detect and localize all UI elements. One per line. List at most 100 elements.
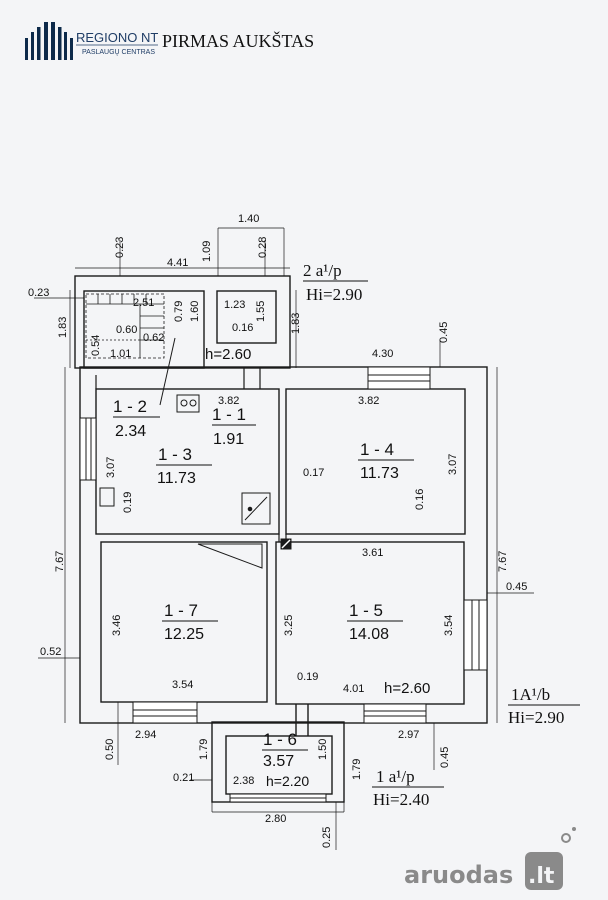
svg-text:4.41: 4.41	[167, 257, 188, 269]
svg-text:1 - 7: 1 - 7	[164, 601, 198, 620]
svg-text:3.25: 3.25	[283, 615, 295, 636]
window-porch	[229, 793, 327, 803]
svg-text:0.45: 0.45	[438, 322, 450, 343]
svg-text:11.73: 11.73	[157, 470, 196, 487]
room-1-7: 1 - 7 12.25	[162, 601, 218, 643]
svg-text:3.61: 3.61	[362, 547, 383, 559]
svg-text:3.07: 3.07	[105, 457, 117, 478]
svg-text:0.19: 0.19	[122, 492, 134, 513]
svg-text:2.80: 2.80	[265, 813, 286, 825]
svg-text:11.73: 11.73	[360, 465, 399, 482]
svg-text:14.08: 14.08	[349, 626, 389, 643]
svg-text:1.09: 1.09	[201, 241, 213, 262]
main-outer-wall	[79, 366, 488, 724]
dimension-lines	[34, 227, 534, 850]
logo-subtitle: PASLAUGŲ CENTRAS	[82, 49, 155, 56]
svg-text:0.21: 0.21	[173, 772, 194, 784]
svg-text:1.01: 1.01	[110, 348, 131, 360]
window-right	[463, 599, 488, 671]
svg-text:1 - 5: 1 - 5	[349, 601, 383, 620]
svg-text:3.82: 3.82	[358, 395, 379, 407]
class-tag-main: 1A¹/b Hi=2.90	[508, 685, 580, 727]
svg-text:0.25: 0.25	[321, 827, 333, 848]
svg-text:2.94: 2.94	[135, 729, 156, 741]
shower-icon	[241, 492, 271, 525]
svg-text:1.83: 1.83	[57, 317, 69, 338]
room-1-1: 1 - 1 1.91	[212, 405, 256, 448]
svg-text:1 - 4: 1 - 4	[360, 440, 394, 459]
svg-text:1.40: 1.40	[238, 213, 259, 225]
svg-text:2 a¹/p: 2 a¹/p	[303, 261, 342, 280]
svg-text:3.46: 3.46	[111, 615, 123, 636]
room-1-3: 1 - 3 11.73	[156, 445, 212, 487]
svg-text:0.28: 0.28	[257, 237, 269, 258]
svg-text:1.60: 1.60	[189, 301, 201, 322]
svg-text:0.54: 0.54	[90, 335, 102, 356]
svg-text:Hi=2.90: Hi=2.90	[306, 285, 362, 304]
watermark-dot-icon	[561, 833, 571, 843]
svg-text:1.79: 1.79	[351, 759, 363, 780]
svg-text:2.38: 2.38	[233, 775, 254, 787]
class-tag-porch: 1 a¹/p Hi=2.40	[372, 767, 444, 809]
room-1-2: 1 - 2 2.34	[113, 397, 160, 440]
logo-name: REGIONO NT	[76, 30, 158, 45]
svg-text:12.25: 12.25	[164, 626, 204, 643]
svg-text:0.45: 0.45	[506, 581, 527, 593]
svg-text:0.23: 0.23	[114, 237, 126, 258]
window-bottom-left	[132, 701, 198, 724]
svg-text:0.60: 0.60	[116, 324, 137, 336]
window-top-right	[367, 366, 431, 390]
fixtures	[99, 394, 292, 569]
svg-text:1 - 2: 1 - 2	[113, 397, 147, 416]
walls	[74, 275, 488, 803]
svg-text:0.23: 0.23	[28, 287, 49, 299]
svg-text:0.17: 0.17	[303, 467, 324, 479]
room-1-5: 1 - 5 14.08	[347, 601, 403, 643]
svg-text:1.55: 1.55	[255, 301, 267, 322]
watermark-text: aruodas	[404, 861, 513, 889]
stairs	[85, 293, 176, 406]
room-1-6: 1 - 6 3.57	[262, 730, 308, 770]
room-1-7-wall	[100, 541, 268, 703]
svg-text:0.45: 0.45	[439, 747, 451, 768]
windows	[79, 366, 488, 803]
cabinet-icon	[99, 487, 115, 507]
svg-text:0.16: 0.16	[232, 322, 253, 334]
svg-text:2.51: 2.51	[133, 297, 154, 309]
height-porch: h=2.20	[266, 773, 309, 789]
watermark-dot-small-icon	[572, 827, 576, 831]
svg-text:3.57: 3.57	[263, 753, 294, 770]
svg-text:Hi=2.90: Hi=2.90	[508, 708, 564, 727]
svg-text:2.34: 2.34	[115, 423, 146, 440]
svg-text:1.79: 1.79	[198, 739, 210, 760]
dimension-labels: 1.40 0.23 4.41 1.09 0.28 0.23 2.51 0.79 …	[28, 213, 527, 848]
svg-text:7.67: 7.67	[497, 551, 509, 572]
svg-text:1 - 3: 1 - 3	[158, 445, 192, 464]
stair-area-wall	[83, 290, 205, 369]
svg-text:0.79: 0.79	[173, 301, 185, 322]
watermark: aruodas .lt	[404, 827, 576, 890]
svg-text:1.23: 1.23	[224, 299, 245, 311]
svg-text:3.54: 3.54	[172, 679, 193, 691]
svg-text:0.50: 0.50	[104, 739, 116, 760]
svg-text:0.16: 0.16	[414, 489, 426, 510]
svg-text:3.82: 3.82	[218, 395, 239, 407]
window-left	[79, 417, 97, 481]
svg-text:0.52: 0.52	[40, 646, 61, 658]
chimney-icon	[280, 538, 292, 550]
class-tag-upper: 2 a¹/p Hi=2.90	[303, 261, 368, 304]
svg-text:1 a¹/p: 1 a¹/p	[376, 767, 415, 786]
watermark-suffix: .lt	[528, 864, 555, 889]
page-title: PIRMAS AUKŠTAS	[162, 30, 314, 51]
svg-text:0.62: 0.62	[143, 332, 164, 344]
svg-text:4.01: 4.01	[343, 683, 364, 695]
room-1-4-wall	[285, 388, 466, 535]
logo: REGIONO NT PASLAUGŲ CENTRAS	[25, 22, 158, 60]
svg-text:7.67: 7.67	[54, 551, 66, 572]
stove-icon	[176, 394, 200, 413]
height-main: h=2.60	[384, 680, 430, 697]
room-labels: 1 - 2 2.34 1 - 1 1.91 1 - 3 11.73 1 - 4 …	[113, 397, 414, 770]
svg-text:4.30: 4.30	[372, 348, 393, 360]
